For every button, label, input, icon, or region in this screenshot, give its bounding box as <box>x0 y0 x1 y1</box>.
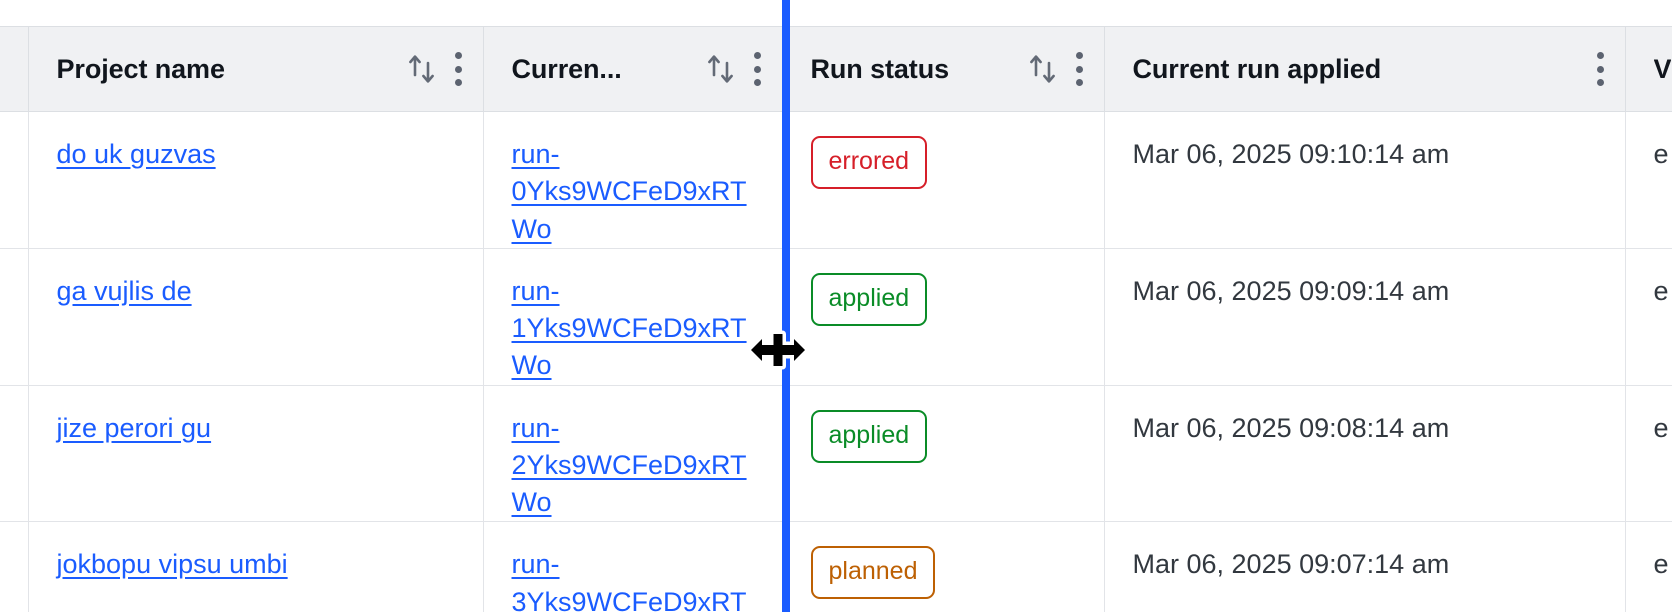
current-run-applied-value: Mar 06, 2025 09:09:14 am <box>1132 275 1450 306</box>
row-gutter-cell <box>0 248 29 386</box>
header-cell-project-name[interactable]: Project name <box>28 26 484 112</box>
sort-icon[interactable] <box>1026 51 1060 87</box>
sort-icon[interactable] <box>704 51 738 87</box>
cell-next-truncated: e <box>1625 521 1672 612</box>
table-row: jokbopu vipsu umbi run-3Yks9WCFeD9xRTWo … <box>0 521 1672 612</box>
cell-project-name: ga vujlis de <box>28 248 484 386</box>
viewport-top-strip <box>0 0 1672 26</box>
kebab-menu-icon[interactable] <box>1076 52 1084 86</box>
row-gutter-cell <box>0 385 29 523</box>
current-run-applied-value: Mar 06, 2025 09:07:14 am <box>1132 549 1450 580</box>
header-cell-run-status[interactable]: Run status <box>782 26 1105 112</box>
project-name-link[interactable]: do uk guzvas <box>56 139 216 169</box>
cell-run-status: applied <box>782 385 1105 523</box>
project-name-link[interactable]: ga vujlis de <box>56 275 192 306</box>
cell-run-status: applied <box>782 248 1105 386</box>
cell-current-run-applied: Mar 06, 2025 09:07:14 am <box>1104 521 1626 612</box>
cell-current-run: run-0Yks9WCFeD9xRTWo <box>483 111 783 249</box>
project-name-link[interactable]: jokbopu vipsu umbi <box>56 549 288 580</box>
column-resize-indicator[interactable] <box>782 0 790 612</box>
status-badge: planned <box>810 546 936 600</box>
header-cell-gutter <box>0 26 29 112</box>
cell-current-run-applied: Mar 06, 2025 09:10:14 am <box>1104 111 1626 249</box>
cell-next-truncated: e <box>1625 248 1672 386</box>
header-label-project-name: Project name <box>56 53 225 84</box>
table-body: do uk guzvas run-0Yks9WCFeD9xRTWo errore… <box>0 111 1672 612</box>
current-run-link[interactable]: run-2Yks9WCFeD9xRTWo <box>511 412 747 518</box>
table-header: Project name <box>0 26 1672 112</box>
cell-current-run-applied: Mar 06, 2025 09:08:14 am <box>1104 385 1626 523</box>
status-badge: errored <box>810 136 928 189</box>
next-truncated-value: e <box>1653 275 1669 306</box>
cell-current-run: run-2Yks9WCFeD9xRTWo <box>483 385 783 523</box>
cell-project-name: jize perori gu <box>28 385 484 523</box>
header-label-next-truncated: V <box>1653 53 1672 84</box>
kebab-menu-icon[interactable] <box>455 52 463 86</box>
cell-next-truncated: e <box>1625 111 1672 249</box>
header-label-current-run: Curren... <box>511 53 622 84</box>
table-row: do uk guzvas run-0Yks9WCFeD9xRTWo errore… <box>0 111 1672 249</box>
projects-table: Project name <box>0 26 1672 612</box>
current-run-link[interactable]: run-1Yks9WCFeD9xRTWo <box>511 275 747 381</box>
table-row: jize perori gu run-2Yks9WCFeD9xRTWo appl… <box>0 385 1672 523</box>
kebab-menu-icon[interactable] <box>1597 52 1605 86</box>
header-cell-current-run[interactable]: Curren... <box>483 26 783 112</box>
cell-project-name: do uk guzvas <box>28 111 484 249</box>
current-run-link[interactable]: run-0Yks9WCFeD9xRTWo <box>511 139 747 244</box>
cell-next-truncated: e <box>1625 385 1672 523</box>
status-badge: applied <box>810 409 928 463</box>
current-run-applied-value: Mar 06, 2025 09:08:14 am <box>1132 412 1450 443</box>
cell-run-status: errored <box>782 111 1105 249</box>
current-run-link[interactable]: run-3Yks9WCFeD9xRTWo <box>511 549 747 612</box>
header-label-current-run-applied: Current run applied <box>1132 53 1382 84</box>
header-row: Project name <box>0 26 1672 112</box>
sort-icon[interactable] <box>405 51 439 87</box>
cell-run-status: planned <box>782 521 1105 612</box>
cell-current-run-applied: Mar 06, 2025 09:09:14 am <box>1104 248 1626 386</box>
status-badge: applied <box>810 272 928 326</box>
kebab-menu-icon[interactable] <box>754 52 762 86</box>
cell-project-name: jokbopu vipsu umbi <box>28 521 484 612</box>
next-truncated-value: e <box>1653 549 1669 580</box>
project-name-link[interactable]: jize perori gu <box>56 412 212 443</box>
row-gutter-cell <box>0 111 29 249</box>
table-row: ga vujlis de run-1Yks9WCFeD9xRTWo applie… <box>0 248 1672 386</box>
header-label-run-status: Run status <box>810 53 950 84</box>
header-cell-current-run-applied[interactable]: Current run applied <box>1104 26 1626 112</box>
current-run-applied-value: Mar 06, 2025 09:10:14 am <box>1132 139 1450 169</box>
cell-current-run: run-1Yks9WCFeD9xRTWo <box>483 248 783 386</box>
next-truncated-value: e <box>1653 139 1669 169</box>
row-gutter-cell <box>0 521 29 612</box>
next-truncated-value: e <box>1653 412 1669 443</box>
cell-current-run: run-3Yks9WCFeD9xRTWo <box>483 521 783 612</box>
header-cell-next-truncated[interactable]: V <box>1625 26 1672 112</box>
